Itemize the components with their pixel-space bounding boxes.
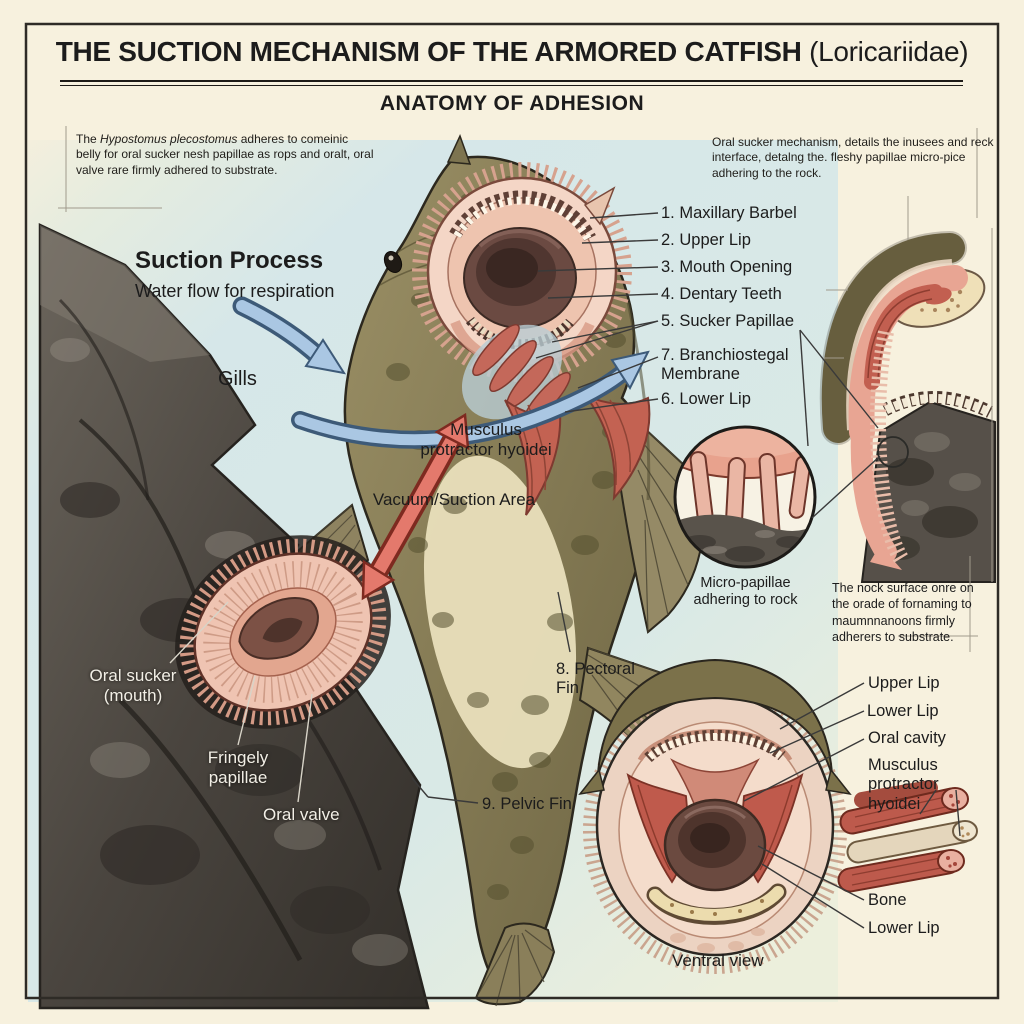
label-mouth-opening: 3. Mouth Opening [661,258,793,276]
page-title: THE SUCTION MECHANISM OF THE ARMORED CAT… [55,36,969,67]
ventral-view-caption: Ventral view [672,951,764,970]
caudal-fin [474,922,556,1007]
label-pelvic-fin: 9. Pelvic Fin [482,795,572,813]
intro-paragraph-right: Oral sucker mechanism, details the inuse… [712,135,994,180]
cross-section-inset [819,231,996,583]
micro-papillae-inset [673,425,817,569]
ventral-musculus-label: Musculus protractor hyoidei [868,756,939,813]
label-maxillary-barbel: 1. Maxillary Barbel [661,204,797,222]
ventral-bone-label: Bone [868,891,907,909]
guide-lines [58,126,993,652]
title-divider-thin [60,85,963,86]
label-fringe-papillae: Fringely papillae [207,748,269,788]
rock-leader-lines [169,601,313,803]
leader-lines [411,212,961,929]
suction-process-heading: Suction Process [135,247,324,274]
label-sucker-papillae: 5. Sucker Papillae [661,312,795,330]
label-pectoral-fin: 8. Pectoral Fin [556,660,635,698]
ventral-lower-lip2-label: Lower Lip [868,919,940,937]
ventral-oral-cavity-label: Oral cavity [868,729,946,747]
maxillary-barbel [583,186,616,226]
ventral-view [578,658,852,974]
poster-frame [24,22,1000,1000]
eye [383,250,403,274]
water-flow-arrows [232,296,650,449]
label-oral-sucker: Oral sucker (mouth) [89,666,177,706]
label-dentary-teeth: 4. Dentary Teeth [661,285,782,303]
micro-papillae-caption: Micro-papillae adhering to rock [693,575,798,609]
muscle-bundle-section [837,780,978,893]
gills-label: Gills [218,368,257,390]
ventral-upper-lip-label: Upper Lip [868,674,940,692]
page-subtitle: ANATOMY OF ADHESION [379,92,645,115]
rock-surface-note: The nock surface onre on the orade of fo… [832,581,974,644]
water-flow-subheading: Water flow for respiration [135,281,335,301]
label-oral-valve: Oral valve [263,805,340,824]
label-lower-lip: 6. Lower Lip [661,390,751,408]
musculus-label: Musculus protractor hyoidei [420,420,552,460]
intro-paragraph-left: The Hypostomus plecostomus adheres to co… [76,132,374,177]
vacuum-area-label: Vacuum/Suction Area [372,490,536,509]
title-divider [60,80,963,82]
suction-arrow [361,412,470,601]
label-upper-lip: 2. Upper Lip [661,231,751,249]
label-branchiostegal-membrane: 7. Branchiostegal Membrane [661,346,789,384]
ventral-lower-lip-label: Lower Lip [867,702,939,720]
gill-muscles [472,323,571,425]
